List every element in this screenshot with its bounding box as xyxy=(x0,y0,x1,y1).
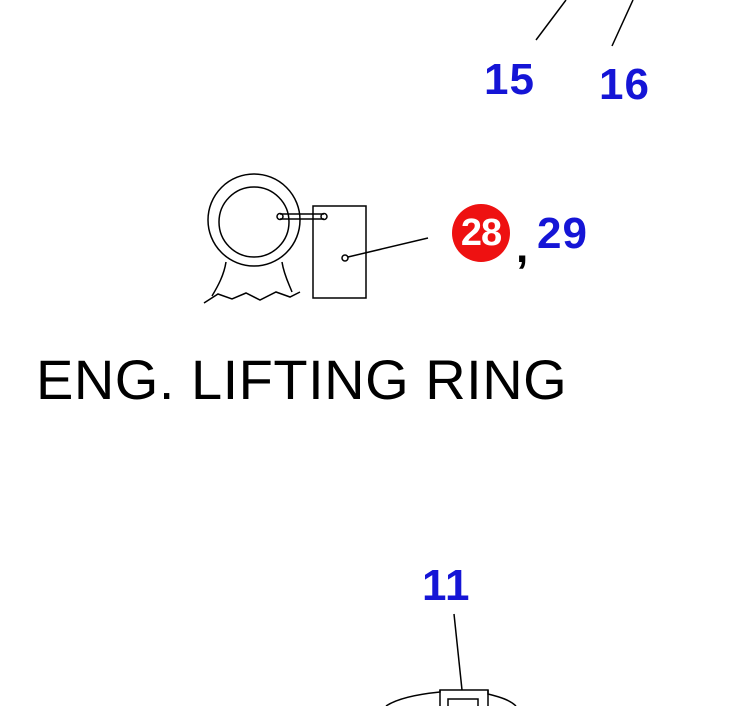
callout-16: 16 xyxy=(599,60,650,109)
tag-plate xyxy=(312,205,367,299)
tag-hole xyxy=(341,254,349,262)
lifting-ring-illustration xyxy=(203,173,429,304)
part-title: ENG. LIFTING RING xyxy=(36,348,568,411)
ring-inner xyxy=(218,186,290,258)
part-11-housing xyxy=(385,689,517,706)
ring-outer xyxy=(207,173,301,267)
leader-line-15 xyxy=(535,0,567,41)
tag-pin-end-right xyxy=(320,212,328,221)
part-11-inner-box xyxy=(447,698,479,706)
part-11-illustration xyxy=(385,613,517,706)
callout-separator: , xyxy=(516,223,529,272)
callout-29: 29 xyxy=(537,209,588,258)
leader-line-28 xyxy=(347,237,429,258)
leader-line-16 xyxy=(611,0,634,47)
ring-ground xyxy=(203,291,301,304)
callout-11: 11 xyxy=(422,561,471,610)
tag-pin-end-left xyxy=(276,212,284,221)
leader-line-11 xyxy=(453,613,463,691)
callout-15: 15 xyxy=(484,55,535,104)
ring-base xyxy=(211,261,293,297)
callout-28-badge: 28 xyxy=(452,204,510,262)
